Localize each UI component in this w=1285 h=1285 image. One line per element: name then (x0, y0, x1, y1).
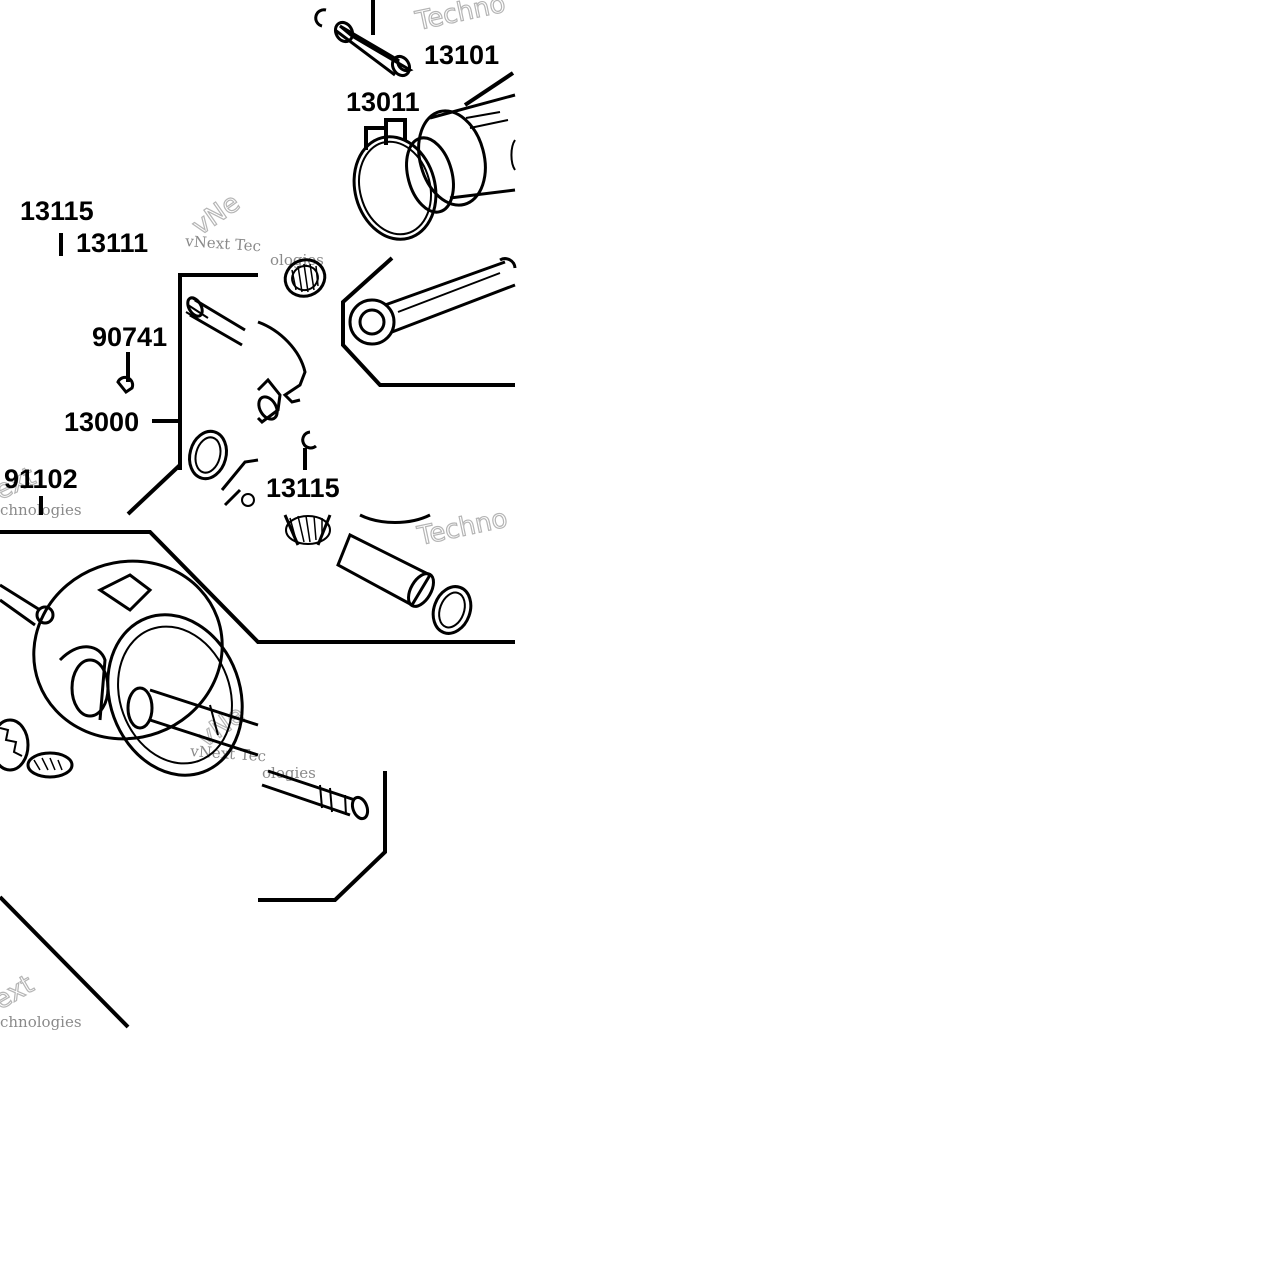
crankshaft-flywheel (0, 559, 259, 777)
piston-pin (333, 20, 414, 78)
watermark-ext-bottom: ext (0, 970, 39, 1017)
watermark-vnext-upper: vNext Tec (184, 232, 262, 255)
piston-rings (352, 135, 455, 241)
label-13000: 13000 (64, 407, 139, 437)
needle-bearing-lower (283, 513, 431, 546)
label-90741: 90741 (92, 322, 167, 352)
frame-line-left-upper (178, 273, 258, 470)
circlip-top (314, 8, 327, 28)
conrod-frame (341, 256, 515, 387)
label-91102: 91102 (4, 464, 78, 494)
watermark-chnologies-bottom: chnologies (0, 1013, 82, 1031)
needle-bearing-small (283, 258, 327, 298)
piston (417, 93, 516, 207)
label-13101: 13101 (424, 40, 499, 70)
leader-13011-a (364, 126, 388, 150)
label-13115-top: 13115 (20, 196, 94, 226)
connecting-rod (348, 257, 517, 346)
watermark-techno-top: Techno (412, 0, 508, 37)
watermark-ologies-lower: ologies (262, 764, 316, 782)
label-13115-mid: 13115 (266, 473, 340, 503)
leader-13101 (463, 71, 515, 107)
woodruff-key (116, 375, 135, 395)
crank-pin (336, 532, 435, 608)
washer-lower (431, 585, 473, 635)
watermark-group: Techno Techno vNext Tec vNe vNext Tec vN… (0, 0, 511, 1031)
circlip-mid (301, 430, 317, 450)
leader-13011-b (384, 118, 407, 140)
part-labels: 13101 13011 13115 13111 90741 13000 9110… (4, 40, 499, 503)
watermark-techno-mid: Techno (414, 504, 510, 552)
label-13111: 13111 (76, 228, 148, 258)
assembly-frame (0, 256, 515, 1029)
frame-line-middle (0, 530, 515, 644)
output-shaft (261, 769, 370, 821)
frame-line-left-diag (126, 463, 182, 516)
frame-line-right-lower (258, 771, 387, 902)
piston-assembly (314, 0, 516, 241)
label-13011: 13011 (346, 87, 420, 117)
lower-left-gear (0, 718, 74, 779)
crankshaft-left-half (185, 296, 307, 507)
frame-line-bottom-diag (0, 895, 130, 1029)
